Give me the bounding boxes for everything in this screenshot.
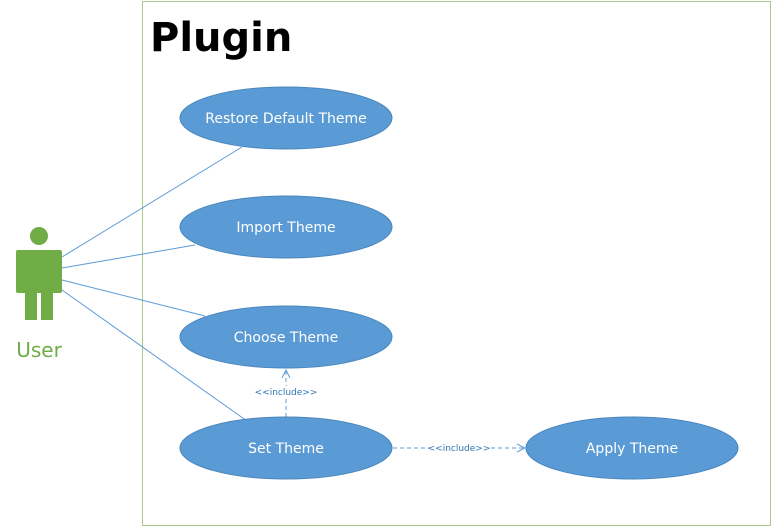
usecase-restore-default-theme: Restore Default Theme	[179, 86, 393, 150]
association-restore-default	[61, 146, 243, 258]
association-choose	[61, 279, 206, 317]
usecase-label: Apply Theme	[586, 441, 678, 457]
association-import	[61, 244, 196, 269]
usecase-label: Restore Default Theme	[205, 111, 366, 127]
usecase-set-theme: Set Theme	[179, 416, 393, 480]
usecase-apply-theme: Apply Theme	[525, 416, 739, 480]
include-label-set-apply: <<include>>	[428, 444, 491, 454]
include-label-set-choose: <<include>>	[255, 388, 318, 398]
association-set	[61, 289, 248, 422]
actor-label: User	[16, 338, 62, 362]
include-label-bg-horizontal	[430, 442, 488, 454]
usecase-label: Choose Theme	[234, 330, 338, 346]
system-title: Plugin	[150, 15, 292, 61]
include-label-bg-vertical	[257, 386, 315, 398]
usecase-import-theme: Import Theme	[179, 195, 393, 259]
person-icon	[16, 227, 62, 320]
associations	[61, 146, 248, 422]
usecase-label: Set Theme	[248, 441, 324, 457]
usecase-label: Import Theme	[236, 220, 335, 236]
usecase-choose-theme: Choose Theme	[179, 305, 393, 369]
